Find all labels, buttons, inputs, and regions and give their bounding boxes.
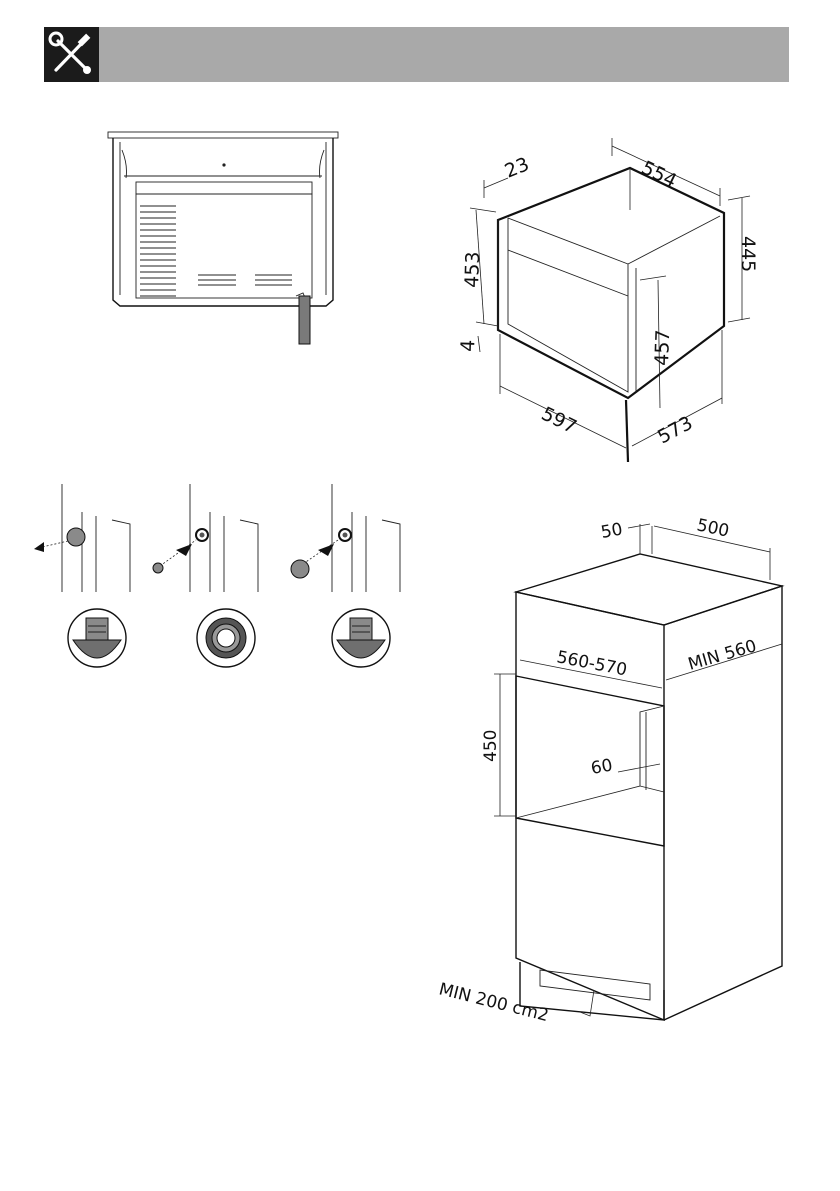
dim-label: 573	[654, 412, 696, 448]
fixing-step-3	[291, 484, 400, 667]
dim-label: 23	[502, 153, 533, 182]
dim-label: 453	[461, 251, 484, 288]
dim-label: MIN 560	[686, 636, 759, 675]
dim-label: 597	[538, 403, 580, 439]
dim-label: 60	[589, 755, 614, 778]
dim-label: 457	[651, 329, 674, 366]
dim-label: 500	[695, 515, 731, 541]
dim-label: 445	[737, 236, 759, 272]
dim-label: 50	[599, 519, 624, 542]
fixing-step-2	[153, 484, 258, 667]
oven-front-view	[108, 132, 338, 344]
dim-label: 560-570	[555, 647, 629, 680]
fixing-step-1	[34, 484, 130, 667]
dim-label: 4	[457, 339, 479, 352]
cabinet-niche-view: 50 500 MIN 560 560-570 450 60 MIN 200 cm…	[437, 515, 782, 1026]
oven-isometric-view: 554 23 453 4 445 457 597 573	[457, 138, 759, 462]
dim-label: 450	[481, 730, 501, 762]
dim-label: MIN 200 cm2	[437, 979, 551, 1026]
dim-label: 554	[638, 157, 680, 193]
